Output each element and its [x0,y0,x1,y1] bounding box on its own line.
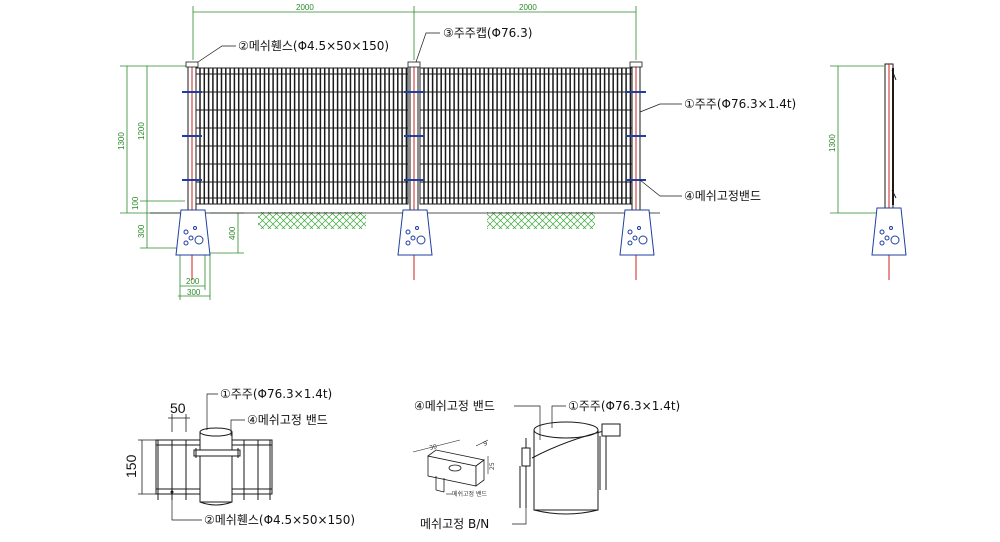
top-dimension [192,6,637,60]
detail-label-mesh: ②메쉬휀스(Φ4.5×50×150) [204,513,355,527]
band-label-post: ①주주(Φ76.3×1.4t) [568,399,680,413]
band-part [427,449,485,493]
side-elevation: 1300 [828,63,907,280]
footing-side-dim: 400 [228,226,237,240]
detail-pitch-dim: 50 [170,400,186,416]
mesh-bands [182,91,646,181]
footing-left [175,209,211,256]
footing-depth-dim: 300 [137,224,146,238]
footing-right [619,209,655,256]
span-right-dim: 2000 [519,3,537,12]
label-post-cap: ③주주캡(Φ76.3) [443,26,532,40]
detail-label-band: ④메쉬고정 밴드 [247,413,328,427]
detail-post [193,427,241,506]
band-w-dim: 30 [429,443,438,452]
detail-height-dim: 150 [123,454,139,478]
band-clamp [519,423,621,508]
left-dimension [120,65,244,254]
band-small-label: 메쉬고정 밴드 [452,490,488,498]
footing-inner-dim: 200 [186,277,200,286]
ground-hatch-right [487,212,595,229]
height-total-dim: 1300 [117,132,126,150]
ground-hatch-left [258,212,366,229]
mesh-panel-left [195,67,409,205]
mesh-panel-right [419,67,633,205]
side-footing [871,207,907,256]
label-mesh-band: ④메쉬고정밴드 [684,189,761,203]
label-mesh-fence: ②메쉬휀스(Φ4.5×50×150) [238,39,389,53]
band-t-dim: 9 [483,440,489,448]
band-post-cylinder [533,421,599,515]
label-post: ①주주(Φ76.3×1.4t) [684,97,796,111]
band-label-bn: 메쉬고정 B/N [420,517,489,531]
footing-middle [397,209,433,256]
band-h-dim: 25 [489,462,496,470]
detail-top-view: 50 150 ①주주(Φ76.3×1.4 [123,387,355,527]
height-mesh-dim: 1200 [137,122,146,140]
span-left-dim: 2000 [296,3,314,12]
footing-width-dim: 300 [187,288,201,297]
side-height-dim: 1300 [828,134,837,152]
detail-label-post: ①주주(Φ76.3×1.4t) [220,387,332,401]
band-label-band: ④메쉬고정 밴드 [414,399,495,413]
height-gap-dim: 100 [131,196,140,210]
leaders-front [197,32,682,197]
footing-dimension [178,255,211,300]
detail-band: 30 9 25 메쉬고정 밴드 ④메쉬고정 밴드 ①주주(Φ76.3×1.4t)… [412,399,680,531]
front-elevation: 2000 2000 1300 1200 100 300 400 [117,3,796,300]
